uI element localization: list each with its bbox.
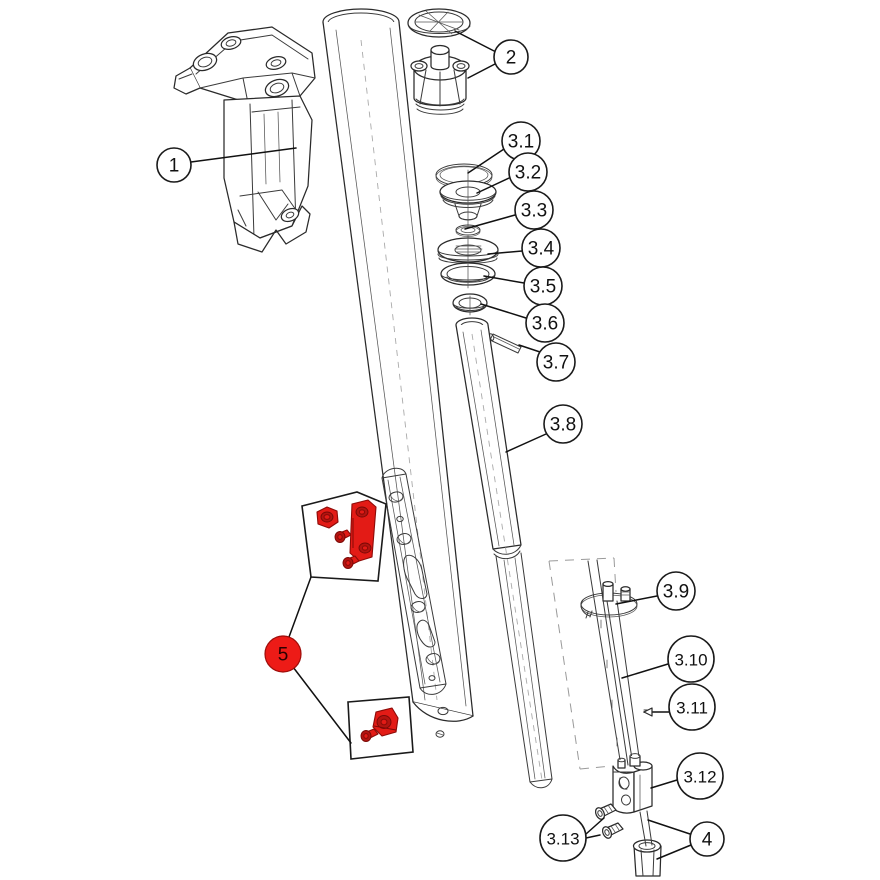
part-retaining-ring [452, 293, 488, 316]
callout-4[interactable]: 4 [689, 821, 725, 857]
callout-circle[interactable] [264, 635, 302, 673]
hl-small-screw-1 [334, 529, 352, 543]
callout-label: 2 [506, 48, 517, 69]
callout-circle[interactable] [656, 571, 696, 611]
callout-label: 3.7 [543, 353, 569, 374]
callout-circle[interactable] [514, 190, 554, 230]
hl-hex-bolt-head [316, 506, 339, 529]
callout-layer: 1 2 3.1 3.2 3.3 3.4 3.5 3.6 3.7 3.8 3.9 3.10 3.11 3.1… [156, 39, 725, 862]
callout-3-12[interactable]: 3.12 [676, 752, 724, 800]
leader-3-7 [518, 344, 541, 353]
callout-label: 3.8 [550, 415, 576, 436]
callout-circle[interactable] [667, 635, 715, 683]
callout-label: 3.5 [530, 277, 556, 298]
leader-3-1 [467, 148, 505, 174]
callout-2[interactable]: 2 [493, 39, 529, 75]
callout-label: 3.3 [521, 201, 547, 222]
part-spring-seat-collar [439, 169, 497, 227]
callout-label: 3.6 [532, 314, 558, 335]
callout-3-7[interactable]: 3.7 [536, 342, 576, 382]
callout-3-9[interactable]: 3.9 [656, 571, 696, 611]
callout-circle[interactable] [668, 683, 716, 731]
part-small-washer [455, 224, 481, 237]
callout-circle[interactable] [676, 752, 724, 800]
callout-5[interactable]: 5 [264, 635, 302, 673]
callout-3-5[interactable]: 3.5 [523, 266, 563, 306]
callout-circle[interactable] [689, 821, 725, 857]
part-damper-rod-tube [455, 317, 553, 789]
callout-3-6[interactable]: 3.6 [525, 303, 565, 343]
callout-circle[interactable] [508, 152, 548, 192]
part-fork-crown-triple-clamp [173, 26, 316, 253]
leader-3-13b [585, 834, 601, 839]
leader-5a [288, 576, 312, 638]
callout-label: 1 [169, 156, 180, 177]
callout-label: 3.11 [676, 699, 708, 718]
callout-label: 5 [278, 645, 289, 666]
part-fork-cap-assembly [407, 8, 471, 115]
hl-clamp-bracket [372, 707, 399, 737]
callout-label: 3.9 [663, 582, 689, 603]
callout-circle[interactable] [536, 342, 576, 382]
leader-2b [467, 63, 496, 79]
leader-3-13 [585, 817, 605, 835]
part-seal-ring [440, 262, 496, 289]
leader-1 [190, 147, 297, 163]
part-mount-rail-strip [381, 467, 447, 738]
leader-5b [292, 666, 352, 744]
leader-2a [454, 30, 497, 53]
ghost-outline-box [548, 557, 617, 770]
callout-circle[interactable] [525, 303, 565, 343]
callout-label: 3.2 [515, 163, 541, 184]
callout-label: 3.1 [508, 132, 534, 153]
leader-3-10 [621, 663, 669, 679]
hl-bracket-plate [349, 499, 377, 562]
leader-3-6 [480, 303, 527, 319]
part-bleed-screws [594, 803, 624, 839]
callout-3-2[interactable]: 3.2 [508, 152, 548, 192]
part-valve-body-block [612, 753, 653, 814]
callout-label: 4 [702, 830, 713, 851]
part-fork-outer-tube [322, 8, 474, 722]
part-snap-ring-clip [580, 580, 638, 619]
leader-3-2 [476, 177, 510, 194]
part-dowel-pin [488, 333, 522, 354]
callout-circle[interactable] [493, 39, 529, 75]
leader-lines [190, 30, 692, 860]
leader-3-12 [650, 779, 678, 789]
callout-3-10[interactable]: 3.10 [667, 635, 715, 683]
part-lower-bushing-sleeve [632, 810, 662, 877]
callout-label: 3.13 [546, 830, 579, 849]
detail-box-upper [301, 491, 387, 582]
leader-4a [647, 819, 691, 835]
callout-circle[interactable] [539, 814, 587, 862]
callout-1[interactable]: 1 [156, 147, 192, 183]
leader-3-8 [505, 433, 547, 453]
callout-3-11[interactable]: 3.11 [668, 683, 716, 731]
leader-4b [656, 844, 692, 860]
callout-label: 3.10 [674, 651, 707, 670]
leader-3-4 [487, 250, 523, 255]
detail-box-lower [347, 696, 414, 760]
leader-3-9 [615, 595, 658, 605]
callout-3-3[interactable]: 3.3 [514, 190, 554, 230]
hl-small-screw-3 [360, 728, 379, 742]
callout-3-8[interactable]: 3.8 [543, 404, 583, 444]
callout-3-1[interactable]: 3.1 [501, 121, 541, 161]
callout-label: 3.4 [528, 239, 555, 260]
leader-3-3 [464, 214, 516, 230]
callout-label: 3.12 [683, 768, 716, 787]
callout-3-13[interactable]: 3.13 [539, 814, 587, 862]
callout-circle[interactable] [543, 404, 583, 444]
part-locating-pin [643, 707, 673, 717]
part-inner-rod [587, 559, 641, 767]
callout-circle[interactable] [156, 147, 192, 183]
leader-3-5 [483, 275, 525, 284]
callout-3-4[interactable]: 3.4 [521, 228, 561, 268]
hl-small-screw-2 [342, 555, 360, 569]
